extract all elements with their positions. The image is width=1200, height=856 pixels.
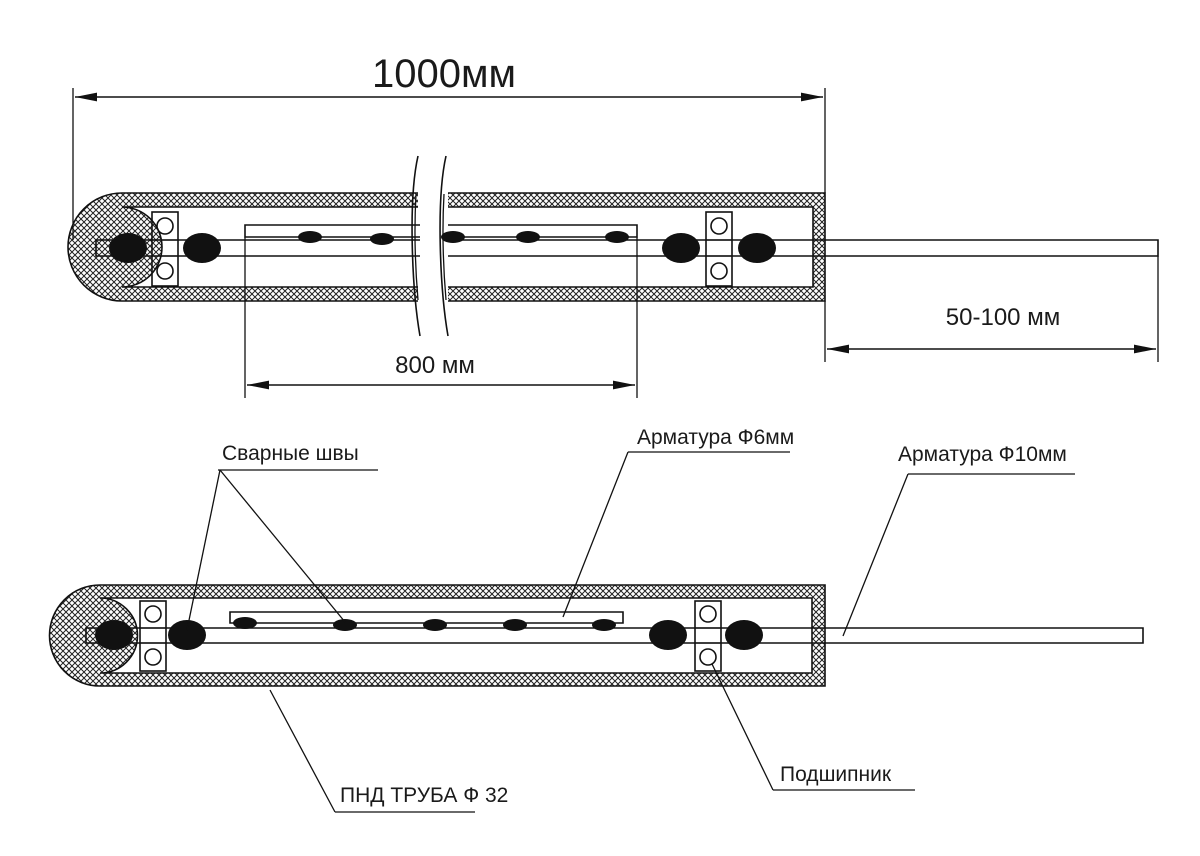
protrusion-label: 50-100 мм [946,304,1060,331]
weld-icon [168,620,206,650]
bearing-icon [151,211,179,287]
weld-icon [233,617,257,629]
weld-icon [333,619,357,631]
bearing-icon [694,600,722,672]
welds-label: Сварные швы [222,442,359,465]
rebar-6mm-rod [229,611,624,624]
rebar-10mm-rod [95,239,1159,257]
bearing-icon [139,600,167,672]
weld-icon [725,620,763,650]
weld-icon [298,231,322,243]
dimension-inner-rod: 800 мм [244,237,638,398]
weld-icon [605,231,629,243]
bearing-label: Подшипник [780,763,892,786]
weld-icon [95,620,133,650]
bearing-icon [705,211,733,287]
weld-icon [649,620,687,650]
dimension-total-length: 1000мм [72,52,826,240]
weld-icon [592,619,616,631]
callout-rebar-10mm: Арматура Ф10мм [842,443,1075,637]
weld-icon [441,231,465,243]
pipe-break-line [439,155,449,337]
callout-rebar-6mm: Арматура Ф6мм [562,426,794,618]
weld-icon [370,233,394,245]
pipe-break-edge [414,193,419,301]
callout-bearing: Подшипник [711,663,915,791]
dimension-protrusion: 50-100 мм [824,256,1159,362]
bottom-view: Сварные швы Арматура Ф6мм Арматура Ф10мм… [48,426,1144,813]
weld-icon [423,619,447,631]
total-length-label: 1000мм [372,52,516,96]
rebar-10mm-rod [85,627,1144,644]
callout-pipe: ПНД ТРУБА Ф 32 [269,689,508,813]
pipe-label: ПНД ТРУБА Ф 32 [340,784,508,807]
pipe-wall [67,192,826,302]
pipe-break-edge [442,193,447,301]
weld-icon [503,619,527,631]
weld-icon [738,233,776,263]
inner-rod-length-label: 800 мм [395,352,475,379]
weld-icon [662,233,700,263]
weld-icon [516,231,540,243]
weld-icon [109,233,147,263]
rebar-6mm-rod [244,224,638,238]
top-view: 1000мм 800 мм 50-100 мм [67,52,1159,398]
callout-welds: Сварные швы [186,442,378,631]
weld-icon [183,233,221,263]
pipe-break-line [411,155,421,337]
rebar-10mm-label: Арматура Ф10мм [898,443,1067,466]
rebar-6mm-label: Арматура Ф6мм [637,426,794,449]
